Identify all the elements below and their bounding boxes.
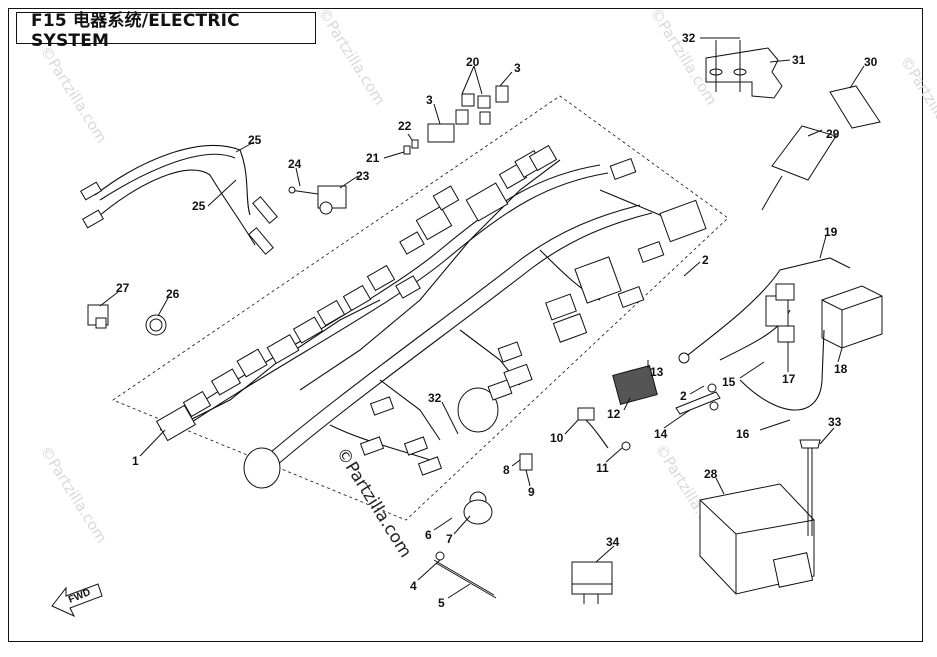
sensor-bracket	[288, 185, 347, 215]
part-label: 27	[116, 281, 130, 295]
part-label: 2	[702, 253, 709, 267]
regulator-and-misc	[463, 364, 721, 525]
diagram-frame	[8, 8, 923, 642]
clamp-parts	[87, 304, 167, 336]
part-label: 31	[792, 53, 806, 67]
part-label: 21	[366, 151, 380, 165]
part-label: 20	[466, 55, 480, 69]
part-label: 10	[550, 431, 564, 445]
harness-boundary	[112, 95, 729, 521]
part-label: 13	[650, 365, 664, 379]
part-label: 12	[607, 407, 621, 421]
part-label: 8	[503, 463, 510, 477]
part-label: 22	[398, 119, 412, 133]
part-label: 32	[428, 391, 442, 405]
watermark-text: ©Partzilla.com	[37, 443, 111, 547]
watermark-text: ©Partzilla.com	[647, 5, 721, 109]
battery-assembly	[678, 257, 883, 411]
part-label: 5	[438, 596, 445, 610]
part-label: 1	[132, 454, 139, 468]
part-label: 19	[824, 225, 838, 239]
part-label: 11	[596, 461, 609, 475]
mounting-bracket	[705, 40, 783, 99]
part-label: 25	[248, 133, 262, 147]
part-label: 32	[682, 31, 696, 45]
part-label: 34	[606, 535, 620, 549]
part-label: 16	[736, 427, 750, 441]
control-module-and-tag	[761, 85, 881, 211]
part-label: 26	[166, 287, 180, 301]
diagram-title: F15 电器系统/ELECTRIC SYSTEM	[31, 10, 240, 51]
main-wire-harness	[155, 144, 707, 489]
part-label: 23	[356, 169, 370, 183]
relay-34	[571, 561, 613, 604]
part-label: 25	[192, 199, 206, 213]
watermark-text: ©Partzilla.com	[897, 53, 937, 157]
part-label: 6	[425, 528, 432, 542]
part-label: 24	[288, 157, 302, 171]
part-label: 2	[680, 389, 687, 403]
part-label: 3	[514, 61, 521, 75]
part-label: 7	[446, 532, 453, 546]
part-label: 15	[722, 375, 736, 389]
watermarks: ©Partzilla.com ©Partzilla.com ©Partzilla…	[37, 5, 937, 562]
title-box: F15 电器系统/ELECTRIC SYSTEM	[16, 11, 316, 51]
part-label: 29	[826, 127, 840, 141]
part-label: 4	[410, 579, 417, 593]
part-label: 18	[834, 362, 848, 376]
watermark-text: ©Partzilla.com	[315, 5, 389, 109]
part-label: 28	[704, 467, 718, 481]
watermark-text-dark: ©Partzilla.com	[332, 444, 416, 561]
forward-arrow: FWD	[51, 583, 103, 618]
part-label: 9	[528, 485, 535, 499]
relay-cluster	[403, 85, 509, 155]
ecu-unit	[699, 439, 821, 595]
oxygen-sensor-leads	[80, 145, 278, 255]
part-label: 17	[782, 372, 796, 386]
leader-lines	[99, 37, 865, 599]
part-label: 33	[828, 415, 842, 429]
part-labels: 1 2 2 3 3 4 5 6 7 8 9 10 11 12 13 14 15 …	[116, 31, 878, 610]
watermark-text: ©Partzilla.com	[37, 43, 111, 147]
ground-rod	[433, 551, 497, 599]
part-label: 14	[654, 427, 668, 441]
part-label: 3	[426, 93, 433, 107]
part-label: 30	[864, 55, 878, 69]
